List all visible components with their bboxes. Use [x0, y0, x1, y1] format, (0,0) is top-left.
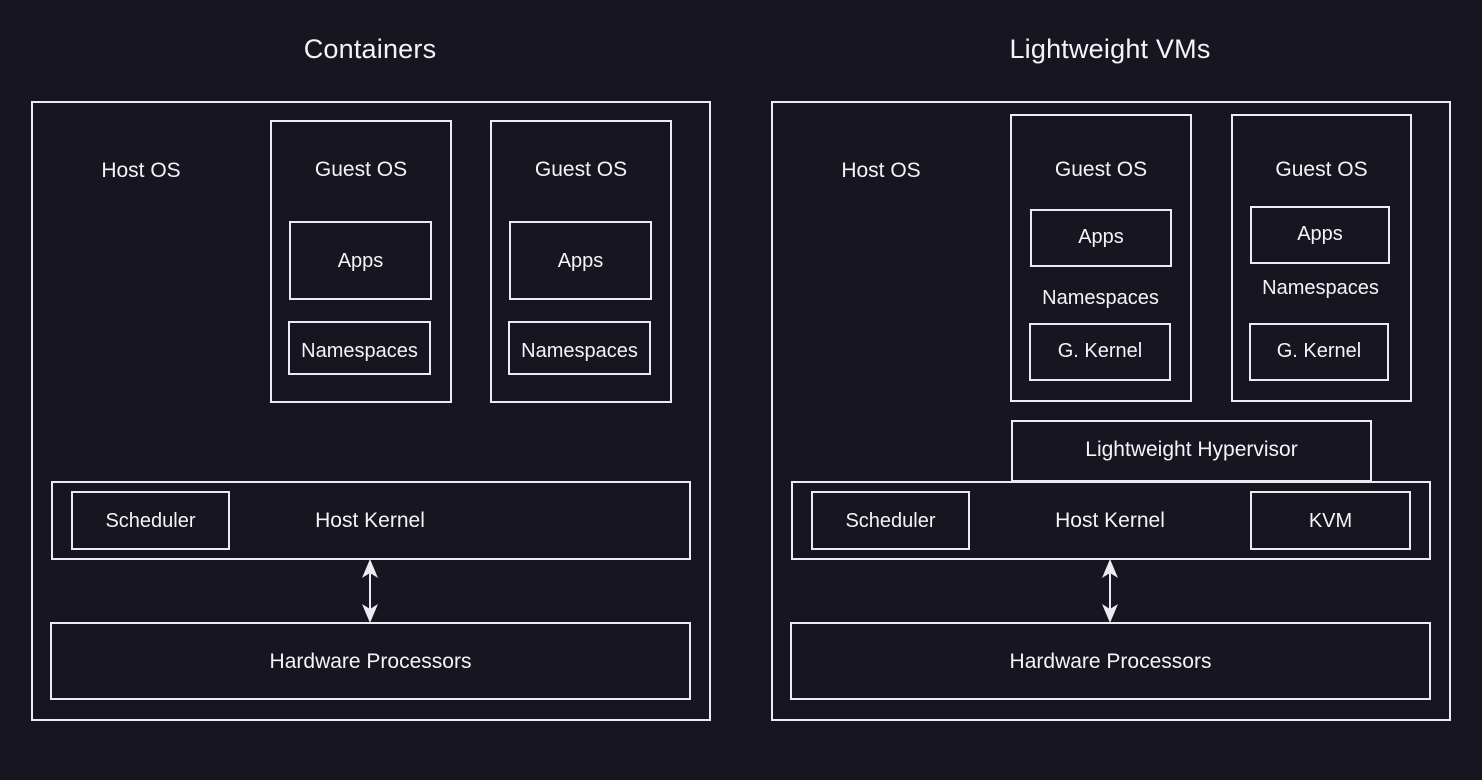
containers-guest-os-2-apps-label: Apps	[557, 250, 604, 272]
lightweight-vms-guest-os-2-title: Guest OS	[1275, 158, 1368, 181]
lightweight-vms-kvm-box	[1250, 491, 1411, 550]
lightweight-vms-outer-panel	[771, 101, 1451, 721]
lightweight-vms-host-kernel-label: Host Kernel	[1055, 509, 1165, 532]
lightweight-vms-guest-os-1-title: Guest OS	[1054, 158, 1148, 181]
lightweight-vms-scheduler-label: Scheduler	[845, 510, 936, 532]
lightweight-vms-guest-os-1-apps-box	[1030, 209, 1172, 267]
lightweight-vms-host-os-label: Host OS	[841, 159, 921, 182]
lightweight-hypervisor-label: Lightweight Hypervisor	[1085, 438, 1298, 461]
lightweight-vms-guest-os-2-apps-label: Apps	[1297, 223, 1343, 245]
lightweight-vms-guest-os-1	[1010, 114, 1192, 402]
containers-guest-os-1	[270, 120, 452, 403]
containers-scheduler-box	[71, 491, 230, 550]
containers-host-os-label: Host OS	[101, 159, 181, 182]
lightweight-vms-hardware-box	[790, 622, 1431, 700]
lightweight-vms-guest-os-2	[1231, 114, 1412, 402]
containers-scheduler-label: Scheduler	[105, 510, 196, 532]
containers-guest-os-2-apps-box	[509, 221, 652, 300]
containers-guest-os-2-title: Guest OS	[534, 158, 628, 181]
lightweight-vms-host-kernel-box	[791, 481, 1431, 560]
containers-guest-os-1-namespaces-box	[288, 321, 431, 375]
lightweight-vms-guest-os-2-namespaces-label: Namespaces	[1262, 277, 1379, 299]
containers-guest-os-2	[490, 120, 672, 403]
containers-outer-panel	[31, 101, 711, 721]
containers-guest-os-2-namespaces-box	[508, 321, 651, 375]
lightweight-vms-kvm-label: KVM	[1308, 510, 1353, 532]
containers-host-kernel-box	[51, 481, 691, 560]
lightweight-vms-scheduler-box	[811, 491, 970, 550]
containers-guest-os-1-apps-label: Apps	[337, 250, 384, 272]
lightweight-vms-kernel-hardware-arrow	[1102, 559, 1118, 623]
lightweight-vms-guest-os-1-guest-kernel-label: G. Kernel	[1057, 340, 1143, 362]
panel-title-containers: Containers	[303, 34, 437, 64]
containers-guest-os-1-apps-box	[289, 221, 432, 300]
containers-guest-os-1-namespaces-label: Namespaces	[301, 340, 418, 362]
lightweight-vms-hardware-label: Hardware Processors	[1009, 650, 1212, 673]
lightweight-vms-guest-os-1-guest-kernel-box	[1029, 323, 1171, 381]
lightweight-vms-guest-os-2-guest-kernel-label: G. Kernel	[1276, 340, 1362, 362]
lightweight-vms-guest-os-1-apps-label: Apps	[1078, 226, 1124, 248]
containers-guest-os-2-namespaces-label: Namespaces	[521, 340, 638, 362]
lightweight-vms-guest-os-1-namespaces-label: Namespaces	[1042, 287, 1159, 309]
containers-hardware-label: Hardware Processors	[269, 650, 472, 673]
panel-title-lightweight-vms: Lightweight VMs	[1009, 34, 1211, 64]
containers-kernel-hardware-arrow	[362, 559, 378, 623]
lightweight-vms-guest-os-2-guest-kernel-box	[1249, 323, 1389, 381]
containers-guest-os-1-title: Guest OS	[314, 158, 408, 181]
containers-host-kernel-label: Host Kernel	[315, 509, 425, 532]
containers-hardware-box	[50, 622, 691, 700]
lightweight-vms-guest-os-2-apps-box	[1250, 206, 1390, 264]
